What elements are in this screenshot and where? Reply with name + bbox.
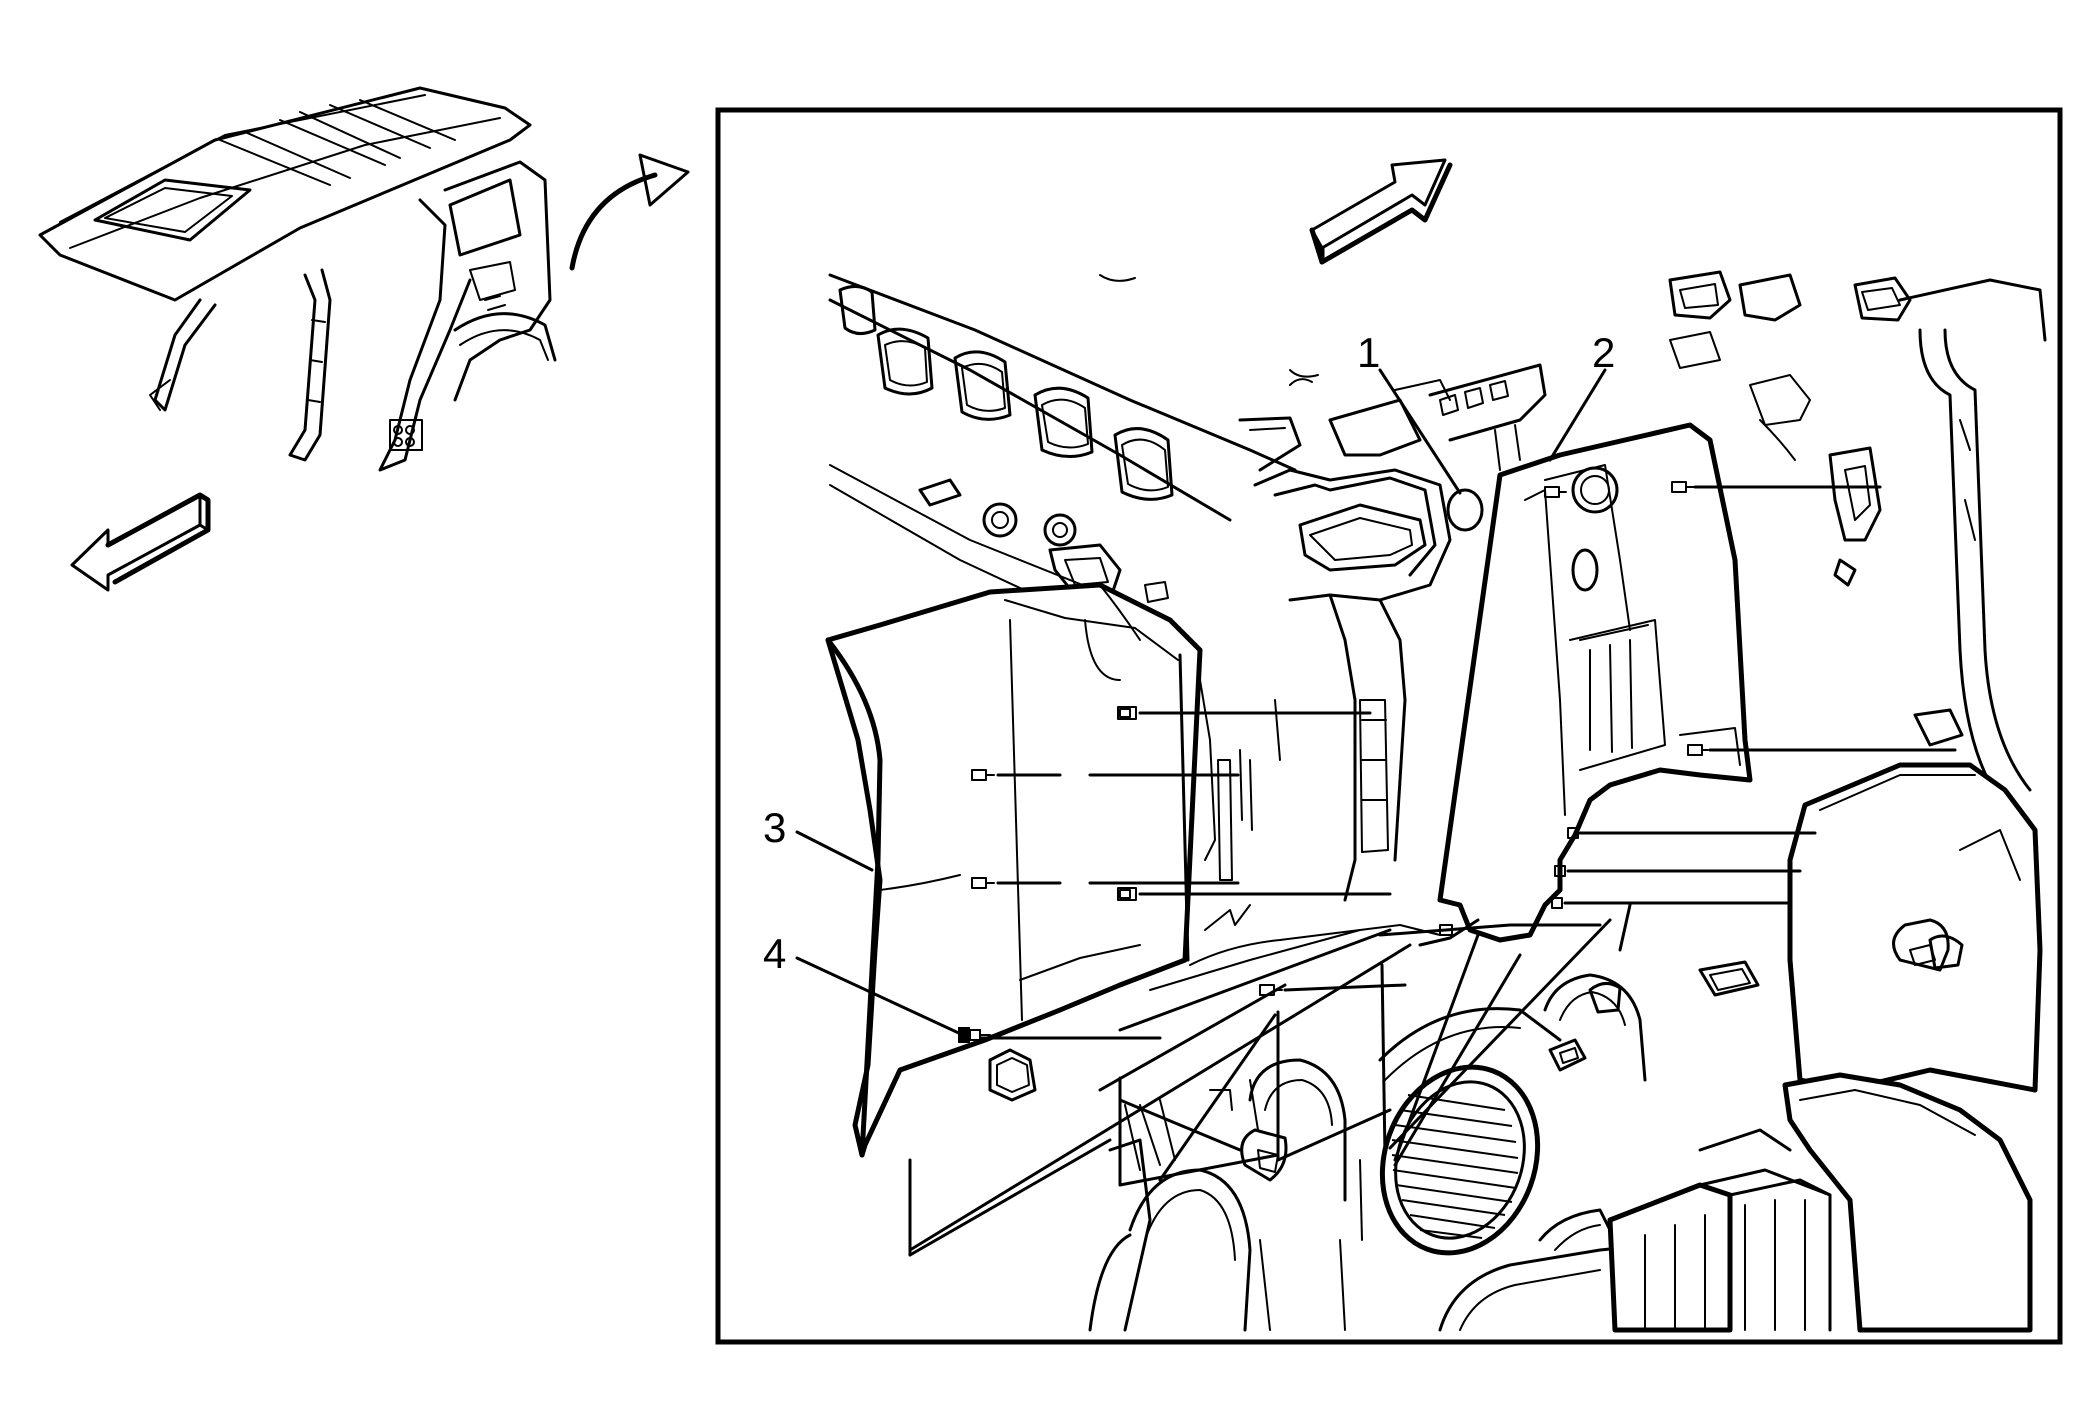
callout-2: 2 — [1592, 329, 1615, 376]
quarter-upper-trim-panel — [1437, 422, 1753, 943]
callout-3: 3 — [763, 804, 786, 851]
rear-body-side-trim — [1787, 762, 2043, 1093]
callout-1: 1 — [1357, 329, 1380, 376]
quarter-lower-trim-panel — [825, 582, 1453, 1158]
detail-frame — [715, 107, 2063, 1345]
view-direction-arrow-icon — [1309, 158, 1453, 265]
callout-4: 4 — [763, 930, 786, 977]
zoom-arrow-icon — [569, 153, 690, 271]
front-direction-arrow-icon — [70, 492, 211, 592]
rear-floor-area — [1088, 960, 2033, 1333]
callout-labels: 1 2 3 4 — [763, 329, 1615, 977]
leader-lines — [795, 368, 1957, 1257]
vehicle-overview — [38, 86, 557, 472]
push-pin-retainer — [958, 1027, 991, 1043]
part-1-marker — [1446, 488, 1484, 532]
detail-view — [795, 158, 2047, 1333]
